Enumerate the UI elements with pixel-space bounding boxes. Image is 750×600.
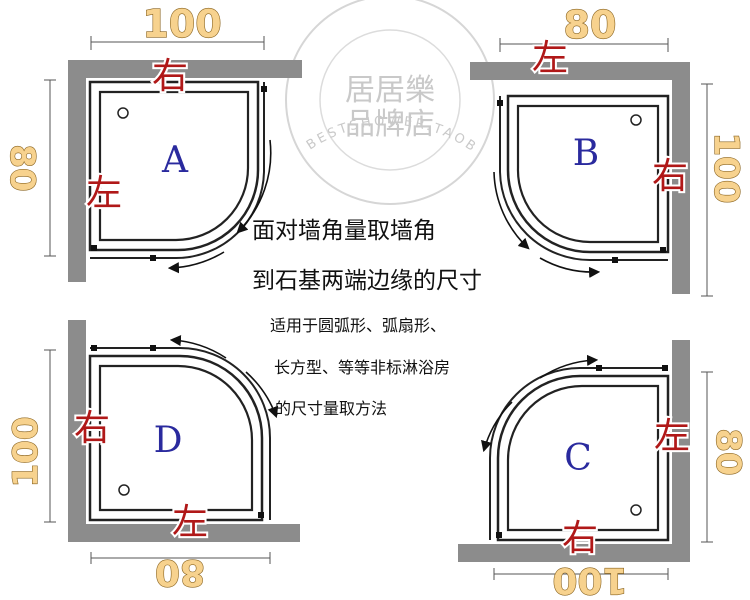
instruction-line-1: 面对墙角量取墙角: [252, 218, 436, 244]
tray-d-door-track: [90, 347, 271, 520]
tray-b-side-dimension: 100: [706, 133, 746, 204]
tray-a-door-arrow: [167, 251, 225, 274]
tray-a-wall-side-label: 左: [86, 173, 122, 214]
tray-d-inner-outline: [98, 364, 254, 512]
tray-b-track-stopper: [612, 257, 618, 263]
tray-a-door-arrow: [236, 139, 272, 234]
tray-d-track-stopper: [150, 345, 156, 351]
tray-d-bottom-dimension: 80: [155, 552, 205, 593]
tray-c-track-stopper: [662, 365, 668, 371]
tray-d-wall-side-label: 右: [74, 408, 110, 449]
tray-a-side-dimension: 80: [2, 144, 42, 191]
tray-b-inner-outline: [516, 104, 660, 244]
tray-a-top-dimension: 100: [142, 2, 221, 46]
tray-a-inner-outline: [98, 90, 250, 242]
tray-c-door-arrow: [539, 354, 599, 379]
tray-d-track-stopper: [91, 345, 97, 351]
tray-b-wall-top-label: 左: [532, 38, 568, 79]
tray-b-track-stopper: [660, 247, 666, 253]
instruction-line-4: 长方型、等等非标淋浴房: [274, 358, 450, 377]
watermark-line1: 居居樂: [345, 73, 435, 108]
instruction-line-3: 适用于圆弧形、弧扇形、: [270, 316, 446, 335]
tray-c-wall-side-label: 左: [654, 416, 690, 457]
instruction-line-2: 到石基两端边缘的尺寸: [252, 268, 482, 294]
tray-d: 100 80 右 左 D: [5, 320, 300, 593]
tray-d-track-stopper: [258, 512, 264, 518]
tray-a-track-stopper: [91, 245, 97, 251]
tray-b-drain-icon: [630, 114, 642, 126]
tray-c-letter: C: [564, 438, 592, 479]
measuring-instructions: 面对墙角量取墙角 到石基两端边缘的尺寸 适用于圆弧形、弧扇形、 长方型、等等非标…: [252, 218, 482, 418]
tray-c-bottom-dimension: 100: [552, 560, 627, 600]
tray-a: 100 80 右 左 A: [1, 1, 302, 282]
tray-b: 80 100 左 右 B: [470, 2, 747, 297]
tray-c-track-stopper: [496, 532, 502, 538]
watermark-ring: [285, 0, 495, 205]
tray-c-drain-icon: [630, 504, 642, 516]
watermark-inner-ring: [319, 29, 461, 171]
tray-b-wall-side-label: 右: [652, 156, 688, 197]
tray-d-outer-outline: [88, 354, 264, 522]
tray-d-door-arrow: [245, 371, 279, 419]
tray-c-outer-outline: [496, 374, 670, 542]
tray-d-door-arrow: [169, 334, 227, 359]
tray-b-door-track: [499, 96, 668, 261]
tray-c-side-dimension: 80: [708, 428, 748, 475]
tray-b-door-arrow: [539, 257, 601, 278]
watermark-line2: 品牌店: [345, 107, 435, 142]
tray-a-outer-outline: [88, 80, 260, 252]
tray-c-inner-outline: [506, 384, 660, 532]
tray-a-track-stopper: [261, 86, 267, 92]
tray-d-drain-icon: [118, 484, 130, 496]
instruction-line-5: 的尺寸量取方法: [275, 399, 387, 418]
tray-b-outer-outline: [506, 94, 670, 254]
tray-b-letter: B: [573, 133, 599, 174]
tray-d-side-dimension: 100: [6, 417, 46, 488]
tray-a-drain-icon: [117, 107, 129, 119]
tray-a-track-stopper: [150, 255, 156, 261]
tray-a-letter: A: [161, 140, 189, 181]
tray-c: 80 100 左 右 C: [458, 340, 749, 600]
tray-a-wall-top-label: 右: [152, 56, 188, 97]
tray-c-wall-bottom-label: 右: [562, 518, 598, 559]
tray-d-wall-bottom-label: 左: [172, 502, 208, 543]
tray-d-letter: D: [154, 420, 183, 461]
tray-c-track-stopper: [596, 365, 602, 371]
tray-b-track-stopper: [497, 100, 503, 106]
tray-b-door-arrow: [493, 171, 530, 250]
tray-c-door-arrow: [481, 401, 513, 453]
tray-b-top-dimension: 80: [564, 3, 617, 47]
